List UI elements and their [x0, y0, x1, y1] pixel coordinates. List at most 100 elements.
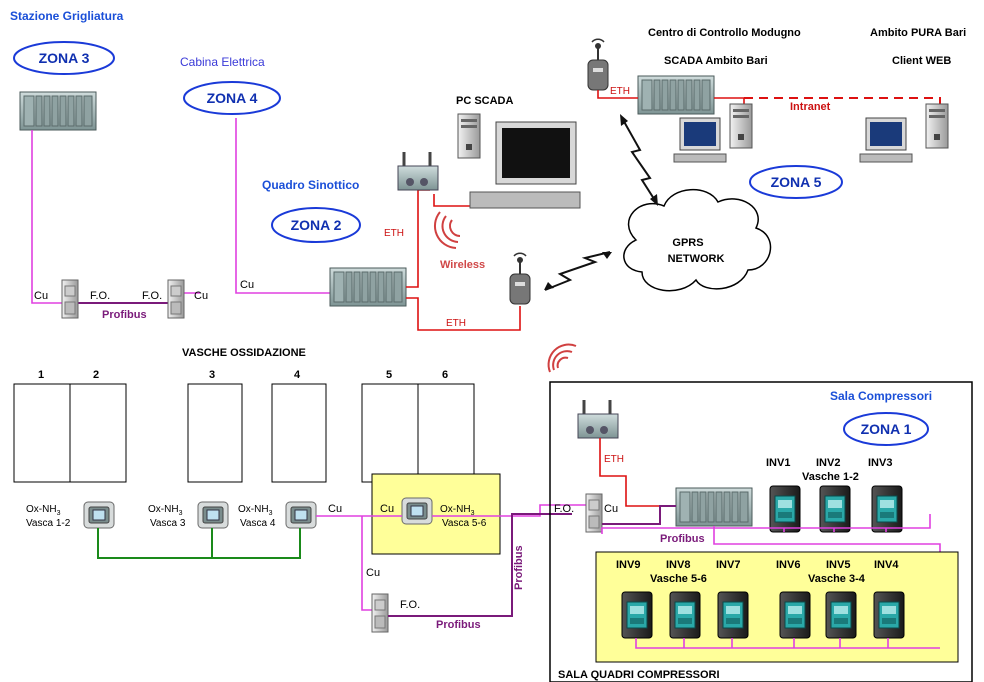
- zone-2-ellipse: [271, 207, 361, 243]
- gprs-modem-top: [587, 38, 609, 91]
- inverter-9: [621, 591, 653, 639]
- client-web-monitor: [859, 117, 913, 163]
- zone-1-ellipse: [843, 412, 929, 446]
- sensor-4-vasca: Vasca 4: [240, 518, 276, 529]
- eth-label-compressori: ETH: [604, 454, 624, 465]
- oxidation-tanks: [13, 383, 475, 483]
- plc-stazione-grigliatura: [19, 91, 97, 131]
- gprs-cloud: [623, 188, 772, 292]
- cu-label-1: Cu: [34, 290, 48, 302]
- inverter-3: [871, 485, 903, 533]
- sensor-vasca-4: [285, 501, 317, 529]
- cu-label-3: Cu: [240, 279, 254, 291]
- inverter-2: [819, 485, 851, 533]
- gprs-arrow-top: [620, 114, 628, 126]
- label-client-web: Client WEB: [892, 55, 951, 67]
- fo-converter-1: [61, 279, 79, 319]
- gprs-link-top: [621, 117, 657, 203]
- label-stazione-grigliatura: Stazione Grigliatura: [10, 9, 124, 23]
- sensor-3-name: Ox-NH3: [148, 504, 183, 517]
- profibus-label-top: Profibus: [102, 309, 147, 321]
- sala-compressori-box: [549, 381, 973, 682]
- cu-lines-top: [31, 118, 330, 304]
- zone-1-label: ZONA 1: [861, 421, 912, 437]
- vasca-5-6-box: [371, 473, 501, 555]
- wireless-access-point-scada: [396, 150, 440, 192]
- intranet-label: Intranet: [790, 101, 831, 113]
- fo-label-4: F.O.: [554, 503, 574, 515]
- sensor-3-vasca: Vasca 3: [150, 518, 186, 529]
- pc-scada-ambito-tower: [729, 103, 753, 149]
- vasche-3-4-label: Vasche 3-4: [808, 573, 866, 585]
- sensor-5-6-vasca: Vasca 5-6: [442, 518, 487, 529]
- tank-number-2: 2: [93, 369, 99, 381]
- fo-label-1: F.O.: [90, 290, 110, 302]
- eth-label-2: ETH: [446, 318, 466, 329]
- cu-label-2: Cu: [194, 290, 208, 302]
- fo-label-2: F.O.: [142, 290, 162, 302]
- tank-number-4: 4: [294, 369, 301, 381]
- tank-number-5: 5: [386, 369, 392, 381]
- plc-scada-ambito: [637, 75, 715, 115]
- eth-label-1: ETH: [384, 228, 404, 239]
- pc-scada-monitor: [469, 121, 581, 209]
- fo-converter-2: [167, 279, 185, 319]
- label-vasche-ossidazione: VASCHE OSSIDAZIONE: [182, 347, 306, 359]
- eth-label-top: ETH: [610, 86, 630, 97]
- wireless-access-point-compressori: [576, 398, 620, 440]
- label-centro-controllo: Centro di Controllo Modugno: [648, 27, 801, 39]
- gprs-arrow-left: [544, 282, 554, 290]
- gprs-modem-middle: [509, 252, 531, 305]
- label-scada-ambito: SCADA Ambito Bari: [664, 55, 768, 67]
- zone-3-label: ZONA 3: [39, 50, 90, 66]
- cu-label-4: Cu: [328, 503, 342, 515]
- inv8-label: INV8: [666, 559, 690, 571]
- gprs-label-2: NETWORK: [668, 253, 725, 265]
- intranet-line: [744, 97, 941, 104]
- inv5-label: INV5: [826, 559, 850, 571]
- wireless-waves-2: [547, 343, 577, 373]
- wireless-waves-1: [433, 211, 461, 249]
- pc-scada-tower: [457, 113, 481, 159]
- label-ambito-pura: Ambito PURA Bari: [870, 27, 966, 39]
- gprs-label-1: GPRS: [672, 237, 703, 249]
- fo-converter-3: [371, 593, 389, 633]
- profibus-line-compressori: [602, 505, 676, 525]
- profibus-line-bottom: [388, 513, 572, 617]
- green-bus: [97, 528, 301, 559]
- vasche-1-2-label: Vasche 1-2: [802, 471, 859, 483]
- cu-lines-quadri: [635, 638, 940, 649]
- inverter-4: [873, 591, 905, 639]
- fo-label-3: F.O.: [400, 599, 420, 611]
- sensor-1-2-name: Ox-NH3: [26, 504, 61, 517]
- zone-5-label: ZONA 5: [771, 174, 822, 190]
- gprs-arrow-right: [602, 252, 612, 259]
- cu-label-6: Cu: [366, 567, 380, 579]
- inverter-1: [769, 485, 801, 533]
- inverter-8: [669, 591, 701, 639]
- gprs-link-middle: [544, 251, 611, 291]
- inverter-7: [717, 591, 749, 639]
- zone-3-ellipse: [13, 41, 115, 75]
- pc-scada-ambito-monitor: [673, 117, 727, 163]
- inv2-label: INV2: [816, 457, 840, 469]
- inv3-label: INV3: [868, 457, 892, 469]
- tank-number-6: 6: [442, 369, 448, 381]
- plc-quadro-sinottico: [329, 267, 407, 307]
- vasche-5-6-label: Vasche 5-6: [650, 573, 707, 585]
- inv6-label: INV6: [776, 559, 800, 571]
- sensor-vasca-3: [197, 501, 229, 529]
- sensor-4-name: Ox-NH3: [238, 504, 273, 517]
- label-sala-compressori: Sala Compressori: [830, 389, 932, 403]
- plc-sala-compressori: [675, 487, 753, 527]
- zone-4-ellipse: [183, 81, 281, 115]
- profibus-label-vertical: Profibus: [513, 545, 525, 590]
- sensor-5-6-name: Ox-NH3: [440, 504, 475, 517]
- fo-converter-4: [585, 493, 603, 533]
- zone-2-label: ZONA 2: [291, 217, 342, 233]
- inv4-label: INV4: [874, 559, 899, 571]
- eth-line-compressori: [599, 438, 676, 507]
- label-pc-scada: PC SCADA: [456, 95, 514, 107]
- label-quadro-sinottico: Quadro Sinottico: [262, 178, 359, 192]
